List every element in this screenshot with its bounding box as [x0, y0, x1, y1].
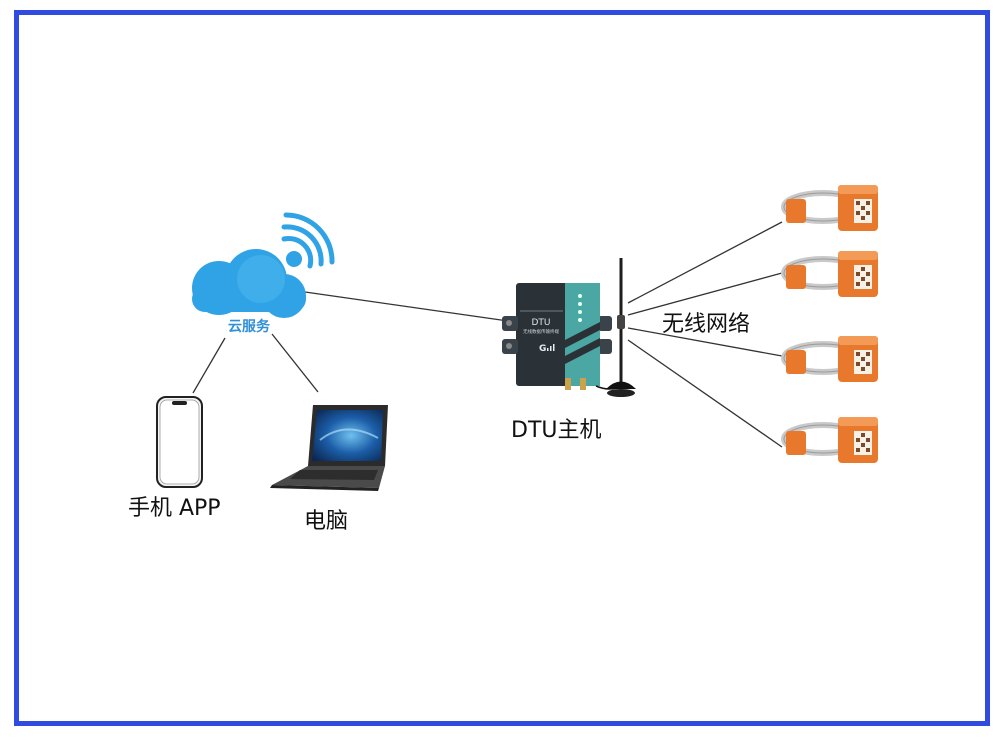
sensor-icon: [781, 336, 878, 382]
sensor-icon: [781, 185, 878, 231]
sensor-group: [781, 185, 878, 463]
phone-label: 手机 APP: [128, 496, 221, 521]
antenna-icon: [595, 258, 636, 397]
dtu-to-sensor-3-line: [627, 327, 783, 357]
diagram-frame: [14, 10, 990, 726]
sensor-icon: [781, 251, 878, 297]
dtu-subtitle-text: 无线数据传输终端: [523, 328, 559, 335]
computer-label: 电脑: [304, 509, 349, 534]
cloud-label: 云服务: [228, 318, 271, 335]
cloud-to-dtu-line: [304, 291, 509, 322]
cloud-to-computer-line: [271, 333, 319, 393]
dtu-to-sensor-2-line: [627, 272, 783, 316]
sensor-icon: [781, 417, 878, 463]
cloud-icon: [192, 249, 306, 318]
dtu-model-text: DTU: [531, 318, 550, 328]
dtu-to-sensor-1-line: [627, 221, 783, 304]
wifi-signal-icon: [281, 212, 335, 269]
dtu-to-sensor-4-line: [627, 339, 783, 448]
dtu-logo-text: G: [539, 344, 546, 354]
laptop-icon: [270, 405, 388, 491]
connector-lines: [192, 221, 783, 448]
dtu-label: DTU主机: [511, 418, 602, 443]
dtu-device-icon: DTU 无线数据传输终端 G: [502, 283, 612, 390]
cloud-to-phone-line: [192, 337, 226, 394]
network-label: 无线网络: [662, 312, 751, 337]
phone-icon: [156, 396, 203, 488]
